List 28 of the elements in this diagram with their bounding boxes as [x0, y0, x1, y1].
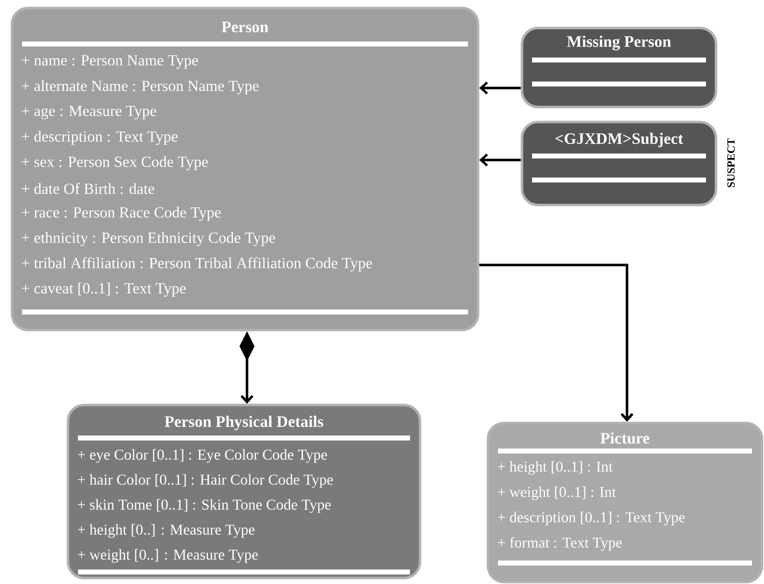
- attribute-text: + date Of Birth : date: [22, 182, 154, 194]
- attribute-text: + tribal Affiliation : Person Tribal Affiliation Code Type: [22, 257, 372, 272]
- class-title: <GJXDM>Subject: [556, 132, 684, 148]
- attribute-text: + alternate Name : Person Name Type: [22, 80, 259, 94]
- arrow: [479, 82, 521, 94]
- arrow: [479, 264, 634, 422]
- arrow: [479, 154, 521, 166]
- attribute-text: + description [0..1] : Text Type: [498, 512, 685, 526]
- attribute-text: + race : Person Race Code Type: [22, 206, 221, 221]
- attribute-text: + weight [0..] : Measure Type: [78, 549, 258, 563]
- attribute-text: + caveat [0..1] : Text Type: [22, 282, 186, 297]
- attribute-text: + height [0..1] : Int: [498, 461, 613, 475]
- attribute-text: + description : Text Type: [22, 130, 178, 145]
- attribute-text: + height [0..] : Measure Type: [78, 524, 254, 538]
- attribute-text: + hair Color [0..1] : Hair Color Code Type: [78, 474, 333, 488]
- class-title: Picture: [600, 432, 650, 444]
- attribute-text: + weight [0..1] : Int: [498, 486, 616, 500]
- attribute-text: + name : Person Name Type: [22, 55, 198, 69]
- attribute-text: + format : Text Type: [498, 537, 622, 551]
- attribute-text: + age : Measure Type: [22, 106, 156, 120]
- attribute-text: + eye Color [0..1] : Eye Color Code Type: [78, 449, 327, 463]
- attribute-text: + sex : Person Sex Code Type: [22, 156, 208, 170]
- side-label: SUSPECT: [727, 138, 735, 188]
- attribute-text: + skin Tome [0..1] : Skin Tone Code Type: [78, 499, 331, 513]
- class-title: Person: [222, 22, 268, 32]
- class-title: Person Physical Details: [164, 416, 324, 430]
- class-title: Missing Person: [567, 36, 671, 50]
- attribute-text: + ethnicity : Person Ethnicity Code Type: [22, 232, 276, 246]
